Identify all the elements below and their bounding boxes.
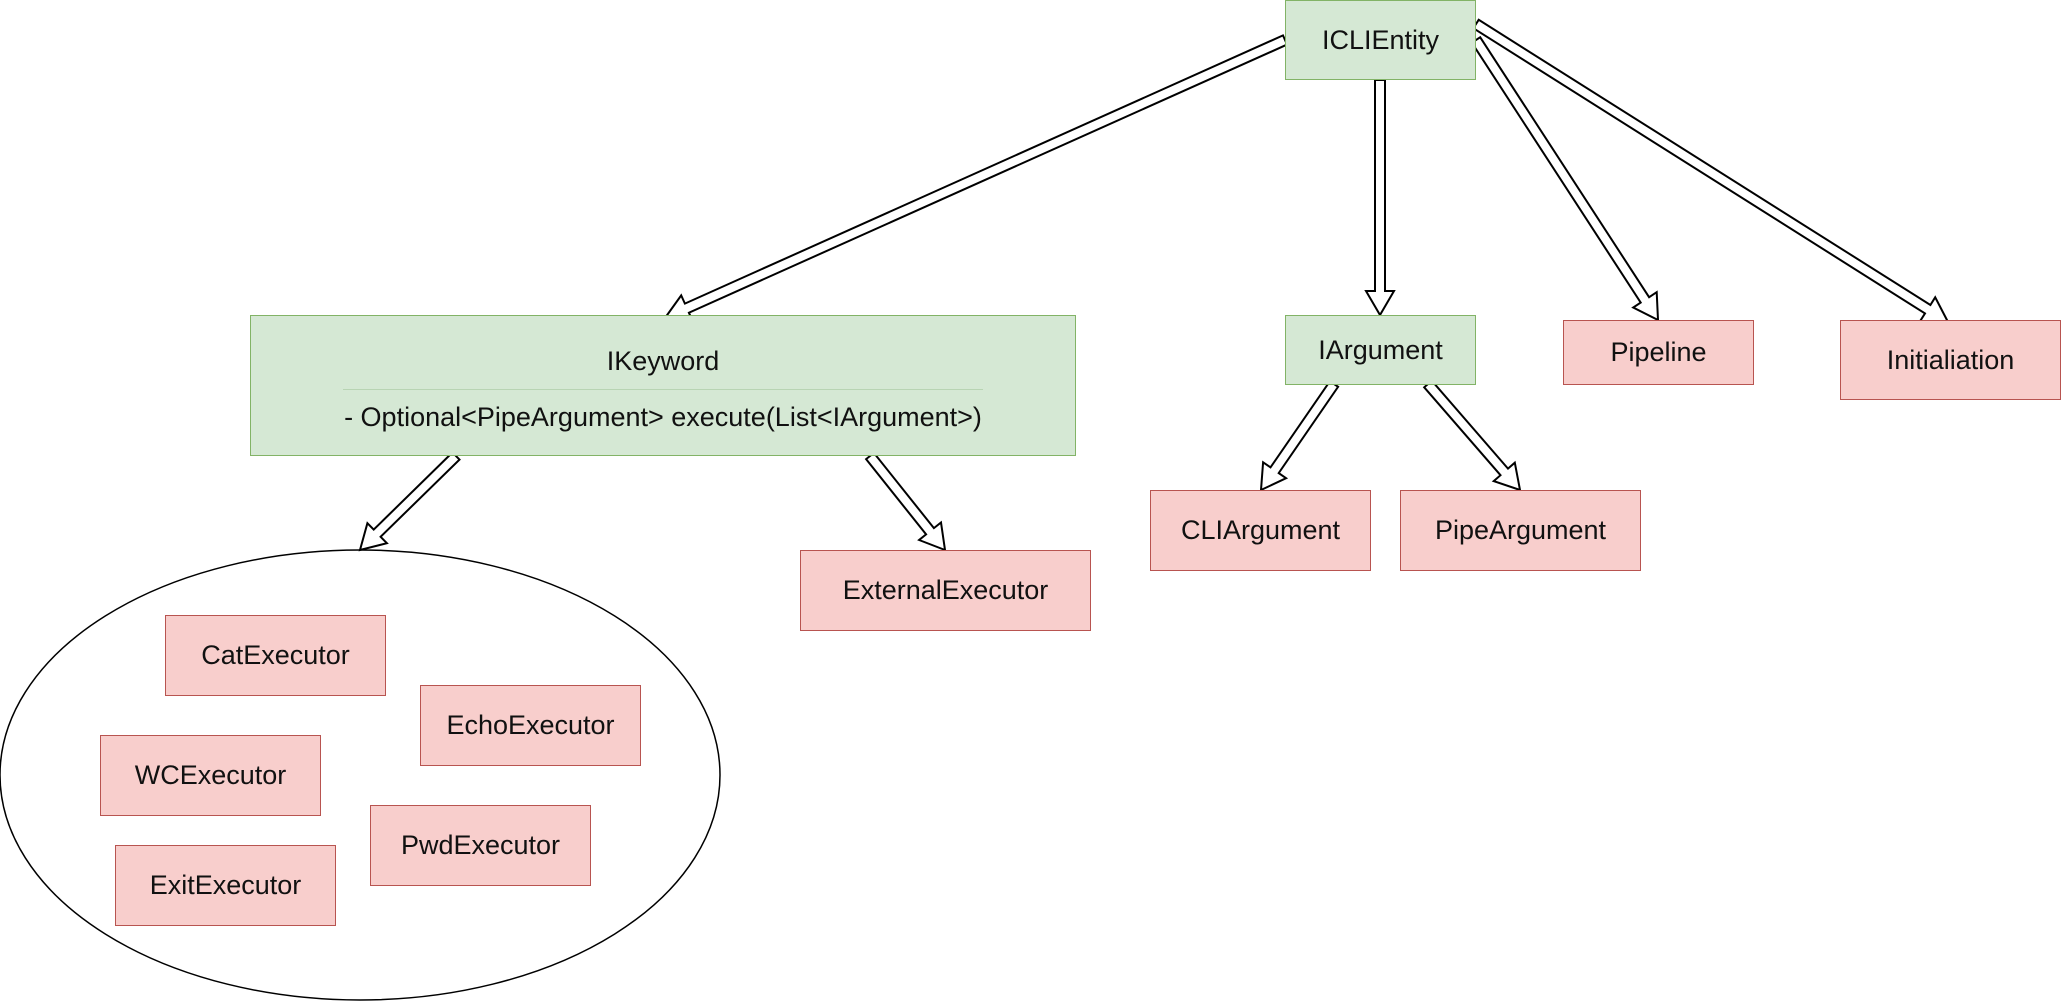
initialiation-label: Initialiation xyxy=(1886,344,2015,375)
ikeyword-node[interactable]: IKeyword - Optional<PipeArgument> execut… xyxy=(250,315,1076,456)
cat-executor-node[interactable]: CatExecutor xyxy=(165,615,386,696)
exit-executor-label: ExitExecutor xyxy=(149,870,302,900)
ikeyword-label: IKeyword xyxy=(606,346,720,376)
pipe-argument-node[interactable]: PipeArgument xyxy=(1400,490,1641,571)
arrow-ikeyword-to-executor-group xyxy=(358,450,461,552)
cat-executor-label: CatExecutor xyxy=(201,640,350,670)
inheritance-arrows xyxy=(358,18,1950,552)
arrow-icli-to-pipeline xyxy=(1470,35,1660,322)
icli-entity-node[interactable]: ICLIEntity xyxy=(1285,0,1476,80)
external-executor-label: ExternalExecutor xyxy=(842,575,1049,605)
arrow-icli-to-initialiation xyxy=(1471,18,1950,324)
wc-executor-node[interactable]: WCExecutor xyxy=(100,735,321,816)
echo-executor-node[interactable]: EchoExecutor xyxy=(420,685,641,766)
pipe-argument-label: PipeArgument xyxy=(1434,515,1607,545)
ikeyword-divider xyxy=(343,388,983,390)
iargument-label: IArgument xyxy=(1318,334,1443,365)
ikeyword-method: - Optional<PipeArgument> execute(List<IA… xyxy=(344,401,982,432)
wc-executor-label: WCExecutor xyxy=(134,760,287,790)
iargument-node[interactable]: IArgument xyxy=(1285,315,1476,385)
arrow-iargument-to-pipe-argument xyxy=(1422,379,1522,492)
arrow-icli-to-ikeyword xyxy=(663,34,1289,323)
exit-executor-node[interactable]: ExitExecutor xyxy=(115,845,336,926)
initialiation-node[interactable]: Initialiation xyxy=(1840,320,2061,400)
external-executor-node[interactable]: ExternalExecutor xyxy=(800,550,1091,631)
pwd-executor-node[interactable]: PwdExecutor xyxy=(370,805,591,886)
arrow-iargument-to-cli-argument xyxy=(1259,379,1340,492)
cli-argument-node[interactable]: CLIArgument xyxy=(1150,490,1371,571)
echo-executor-label: EchoExecutor xyxy=(446,710,615,740)
icli-entity-label: ICLIEntity xyxy=(1321,24,1440,55)
pwd-executor-label: PwdExecutor xyxy=(400,830,561,860)
cli-argument-label: CLIArgument xyxy=(1180,515,1341,545)
pipeline-node[interactable]: Pipeline xyxy=(1563,320,1754,385)
pipeline-label: Pipeline xyxy=(1610,337,1707,367)
arrow-icli-to-iargument xyxy=(1364,79,1396,317)
arrow-ikeyword-to-external-executor xyxy=(864,451,947,552)
